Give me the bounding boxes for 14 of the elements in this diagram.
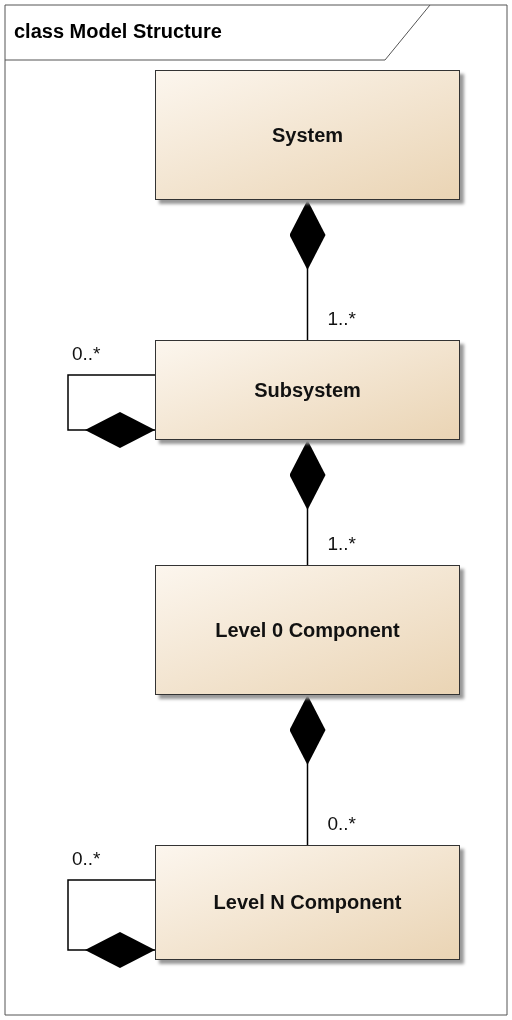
composition-line xyxy=(289,199,326,341)
composition-line xyxy=(67,374,156,448)
diagram-title: class Model Structure xyxy=(14,20,222,43)
class-name: Level 0 Component xyxy=(215,618,400,642)
class-name: Level N Component xyxy=(213,891,402,914)
class-box xyxy=(155,340,460,440)
class-name: System xyxy=(271,123,344,147)
class-box xyxy=(155,565,460,695)
composition-line xyxy=(67,879,156,968)
class-box xyxy=(155,70,460,200)
composition-line xyxy=(289,439,326,566)
composition-line xyxy=(289,694,326,846)
class-box xyxy=(155,845,460,960)
class-name: Subsystem xyxy=(254,378,361,402)
